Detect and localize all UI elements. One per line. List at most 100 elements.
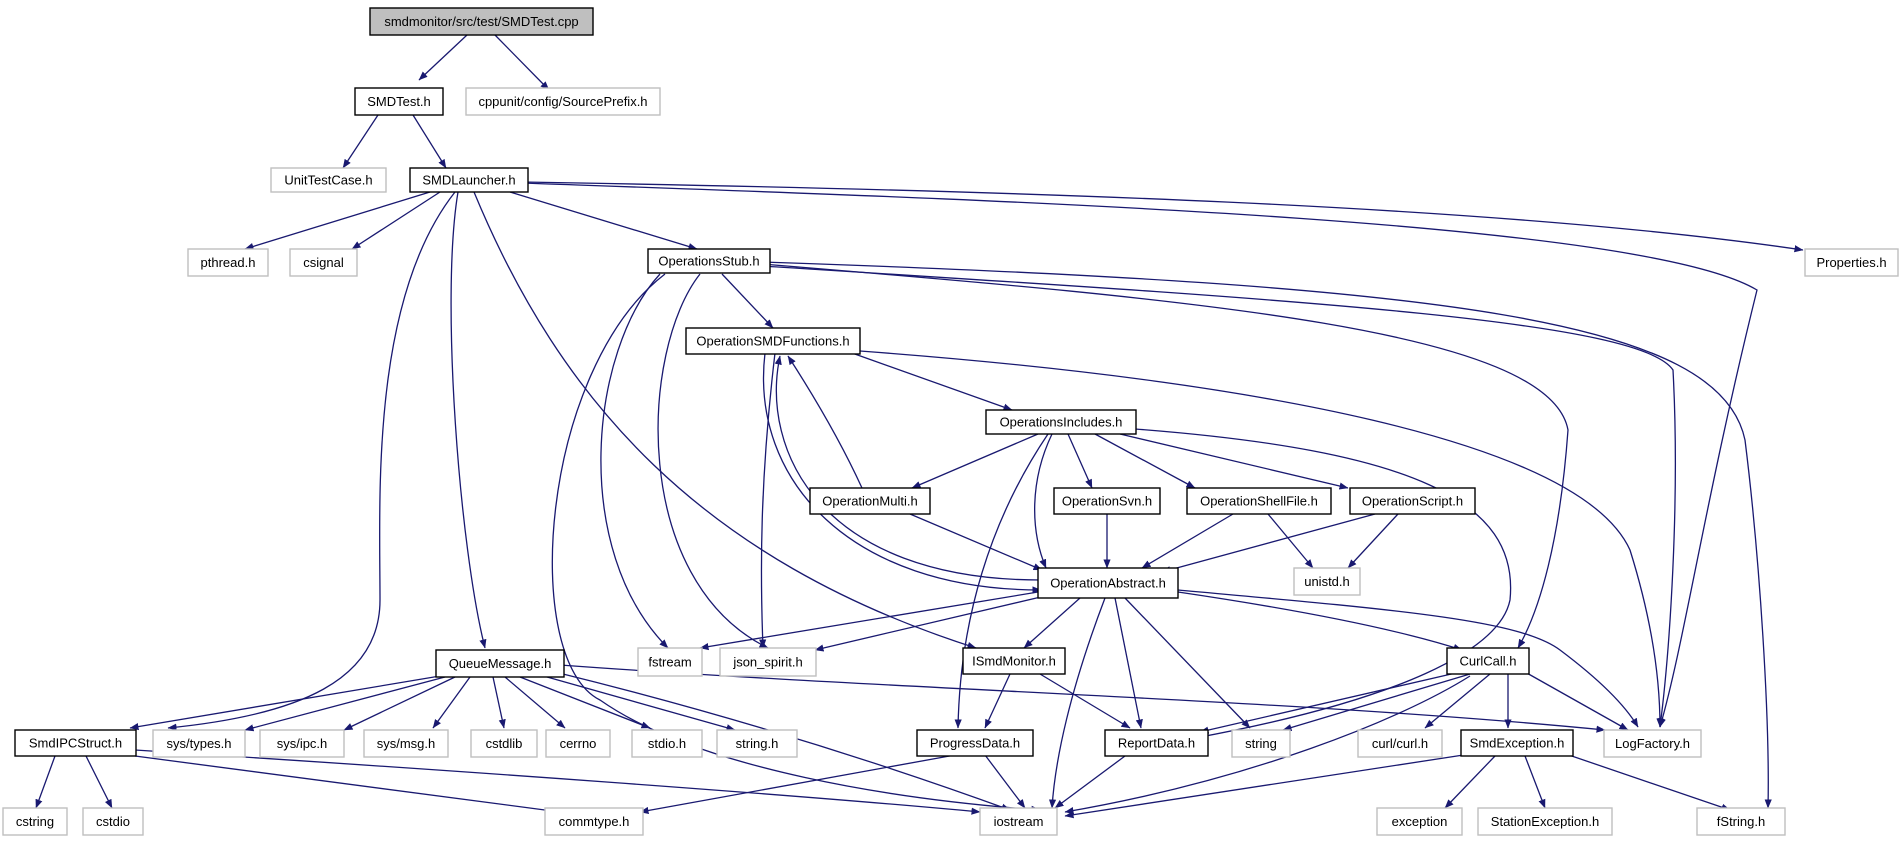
edge-smdexception-to-fstring [1559,751,1731,811]
edge-opsmdfunc-to-logfactory [859,350,1664,728]
node-cerrno[interactable]: cerrno [545,729,611,758]
node-label: Properties.h [1816,255,1886,270]
node-pthread[interactable]: pthread.h [187,248,269,277]
node-label: cstring [16,814,54,829]
node-opscript[interactable]: OperationScript.h [1349,487,1476,515]
edge-smdtest-h-to-unittestcase [342,114,379,169]
node-label: stdio.h [648,736,686,751]
node-smdexception[interactable]: SmdException.h [1460,729,1574,757]
edge-curlcall-to-reportdata [1199,671,1461,734]
node-label: UnitTestCase.h [284,173,372,188]
node-cstdio[interactable]: cstdio [82,807,144,836]
edge-opsstub-to-logfactory [761,265,1676,728]
node-sysmsg[interactable]: sys/msg.h [363,729,449,758]
node-systypes[interactable]: sys/types.h [152,729,246,758]
node-smdtest-h[interactable]: SMDTest.h [354,87,444,116]
node-label: OperationsIncludes.h [1000,415,1123,430]
edge-opsstub-to-opsmdfunc [721,273,774,329]
edge-smdlauncher-to-smdipcstruct [167,191,456,731]
node-opabstract[interactable]: OperationAbstract.h [1037,567,1179,599]
edge-queuemessage-to-smdipcstruct [129,675,441,731]
node-opsmdfunc[interactable]: OperationSMDFunctions.h [685,327,861,355]
node-label: cerrno [560,736,597,751]
edge-smdtest-cpp-to-smdtest-h [418,34,468,81]
node-label: QueueMessage.h [449,656,552,671]
node-csignal[interactable]: csignal [289,248,358,277]
node-label: iostream [994,814,1044,829]
node-commtype[interactable]: commtype.h [544,807,644,836]
node-label: SmdIPCStruct.h [29,736,122,751]
edge-opsincludes-to-opabstract [1034,433,1053,569]
edge-smdtest-cpp-to-sourceprefix [494,34,550,91]
node-stdioh[interactable]: stdio.h [631,729,703,758]
node-properties[interactable]: Properties.h [1804,248,1899,277]
node-opmulti[interactable]: OperationMulti.h [809,487,931,515]
node-label: SmdException.h [1470,736,1565,751]
node-label: string [1245,736,1277,751]
node-label: fString.h [1717,814,1765,829]
node-queuemessage[interactable]: QueueMessage.h [435,649,565,678]
node-sourceprefix[interactable]: cppunit/config/SourcePrefix.h [465,87,661,116]
node-label: ISmdMonitor.h [972,654,1056,669]
node-fstream[interactable]: fstream [637,647,703,677]
edge-opsincludes-to-opshellfile [1094,433,1196,489]
edge-smdlauncher-to-csignal [351,191,441,250]
node-smdipcstruct[interactable]: SmdIPCStruct.h [14,729,137,757]
node-smdtest-cpp[interactable]: smdmonitor/src/test/SMDTest.cpp [369,7,594,36]
edge-queuemessage-to-iostream [554,671,1011,811]
node-opshellfile[interactable]: OperationShellFile.h [1186,487,1332,515]
node-iostream[interactable]: iostream [979,807,1058,836]
node-exception[interactable]: exception [1376,807,1463,836]
node-curlcurl[interactable]: curl/curl.h [1357,729,1443,758]
node-unittestcase[interactable]: UnitTestCase.h [270,167,387,193]
node-string[interactable]: string [1231,729,1291,758]
node-reportdata[interactable]: ReportData.h [1104,729,1209,757]
edge-opscript-to-unistd [1347,513,1399,569]
edge-opsstub-to-iostream [551,273,1041,813]
node-label: ReportData.h [1118,736,1195,751]
edge-opabstract-to-fstream [699,591,1039,651]
node-cstdlib[interactable]: cstdlib [470,729,538,758]
node-label: commtype.h [559,814,630,829]
node-label: curl/curl.h [1372,736,1428,751]
edge-smdlauncher-to-properties [521,181,1804,253]
edge-opmulti-to-opabstract [909,513,1043,571]
edge-opsincludes-to-progressdata [954,433,1049,729]
edge-opsstub-to-fstring [761,261,1772,809]
node-ismdmonitor[interactable]: ISmdMonitor.h [962,647,1066,675]
edge-queuemessage-to-stdioh [519,676,651,729]
node-opsvn[interactable]: OperationSvn.h [1053,487,1161,515]
node-progressdata[interactable]: ProgressData.h [916,729,1034,757]
node-label: SMDTest.h [367,94,431,109]
node-opsincludes[interactable]: OperationsIncludes.h [985,409,1137,435]
node-label: cppunit/config/SourcePrefix.h [478,94,647,109]
edge-curlcall-to-string [1282,673,1471,731]
node-jsonspirit[interactable]: json_spirit.h [719,647,817,677]
node-stationexception[interactable]: StationException.h [1477,807,1613,836]
node-curlcall[interactable]: CurlCall.h [1446,647,1530,675]
node-label: unistd.h [1304,574,1350,589]
node-label: sys/ipc.h [277,736,328,751]
edge-progressdata-to-commtype [639,754,956,815]
node-stringh[interactable]: string.h [716,729,798,758]
node-label: SMDLauncher.h [422,173,515,188]
node-opsstub[interactable]: OperationsStub.h [647,248,771,274]
edge-opshellfile-to-opabstract [1141,513,1234,569]
node-label: exception [1392,814,1448,829]
edge-queuemessage-to-cerrno [504,676,566,729]
node-logfactory[interactable]: LogFactory.h [1603,729,1702,758]
edge-opabstract-to-iostream [1048,597,1106,809]
edge-opabstract-to-string [1124,597,1251,729]
dependency-nodes: smdmonitor/src/test/SMDTest.cpp SMDTest.… [2,7,1899,836]
node-cstring[interactable]: cstring [2,807,68,836]
node-label: CurlCall.h [1459,654,1516,669]
edge-smdexception-to-iostream [1064,753,1471,819]
node-label: ProgressData.h [930,736,1020,751]
node-fstringh[interactable]: fString.h [1696,807,1786,836]
edge-ismdmonitor-to-reportdata [1039,673,1131,729]
node-unistd[interactable]: unistd.h [1293,567,1361,596]
node-sysipc[interactable]: sys/ipc.h [259,729,345,758]
node-smdlauncher[interactable]: SMDLauncher.h [409,167,529,193]
node-label: sys/msg.h [377,736,436,751]
